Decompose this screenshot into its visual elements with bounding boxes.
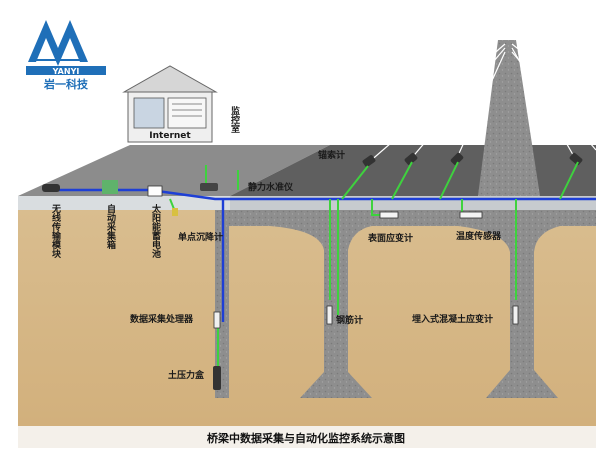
internet-label: Internet xyxy=(149,131,191,141)
label-surface-strain: 表面应变计 xyxy=(367,232,413,244)
deck-edge-left xyxy=(18,196,230,210)
label-rebar: 钢筋计 xyxy=(336,314,363,326)
anchor-meter-icons xyxy=(362,152,583,167)
room-label: 监控室 xyxy=(229,105,240,133)
settlement-gauge-icon xyxy=(172,208,178,216)
company-logo xyxy=(22,14,108,90)
logo-brand-en: YANYI xyxy=(52,67,80,76)
label-auto-box: 自动采集箱 xyxy=(105,203,117,250)
pylon xyxy=(478,40,540,196)
diagram-caption: 桥梁中数据采集与自动化监控系统示意图 xyxy=(207,431,405,445)
label-solar: 太阳能蓄电池 xyxy=(150,203,162,259)
label-static-level: 静力水准仪 xyxy=(248,181,294,193)
solar-battery-icon xyxy=(147,185,163,197)
processor-icon xyxy=(213,311,221,329)
temperature-sensor-icon xyxy=(459,211,483,219)
label-temperature: 温度传感器 xyxy=(456,230,502,242)
static-level-icon xyxy=(200,183,218,191)
auto-box-icon xyxy=(102,180,118,194)
stay-cables xyxy=(367,43,597,164)
label-embedded: 埋入式混凝土应变计 xyxy=(412,313,493,325)
deck-top xyxy=(18,145,330,196)
rebar-meter-icon xyxy=(326,305,333,325)
label-processor: 数据采集处理器 xyxy=(130,313,194,325)
pier-1 xyxy=(270,226,372,398)
caption-band xyxy=(18,426,596,448)
monitor-building xyxy=(122,65,218,143)
embedded-strain-icon xyxy=(512,305,519,325)
label-earth-pressure: 土压力盒 xyxy=(168,369,205,381)
logo-brand-cn: 岩一科技 xyxy=(43,77,89,91)
label-anchor: 锚索计 xyxy=(318,149,345,161)
label-wireless: 无线传输模块 xyxy=(50,204,62,259)
wireless-module-icon xyxy=(42,184,60,192)
earth-pressure-icon xyxy=(213,366,221,390)
bridge-beam xyxy=(215,210,596,226)
surface-strain-icon xyxy=(379,211,399,219)
label-settlement: 单点沉降计 xyxy=(178,231,223,243)
